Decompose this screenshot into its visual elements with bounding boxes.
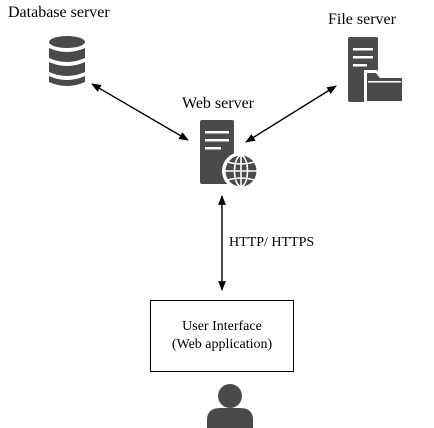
file-server-icon xyxy=(348,37,405,104)
web-server-icon xyxy=(200,120,260,190)
file-server-label: File server xyxy=(328,11,396,28)
database-icon xyxy=(49,36,85,86)
user-interface-title: User Interface xyxy=(182,319,262,334)
user-interface-box: User Interface (Web application) xyxy=(150,300,294,372)
edge-database-web xyxy=(91,83,189,141)
protocol-label: HTTP/ HTTPS xyxy=(229,235,315,250)
web-server-label: Web server xyxy=(182,95,255,112)
database-server-label: Database server xyxy=(8,4,110,21)
user-icon xyxy=(207,384,253,428)
user-interface-subtitle: (Web application) xyxy=(171,337,273,352)
edge-file-web xyxy=(245,85,337,143)
